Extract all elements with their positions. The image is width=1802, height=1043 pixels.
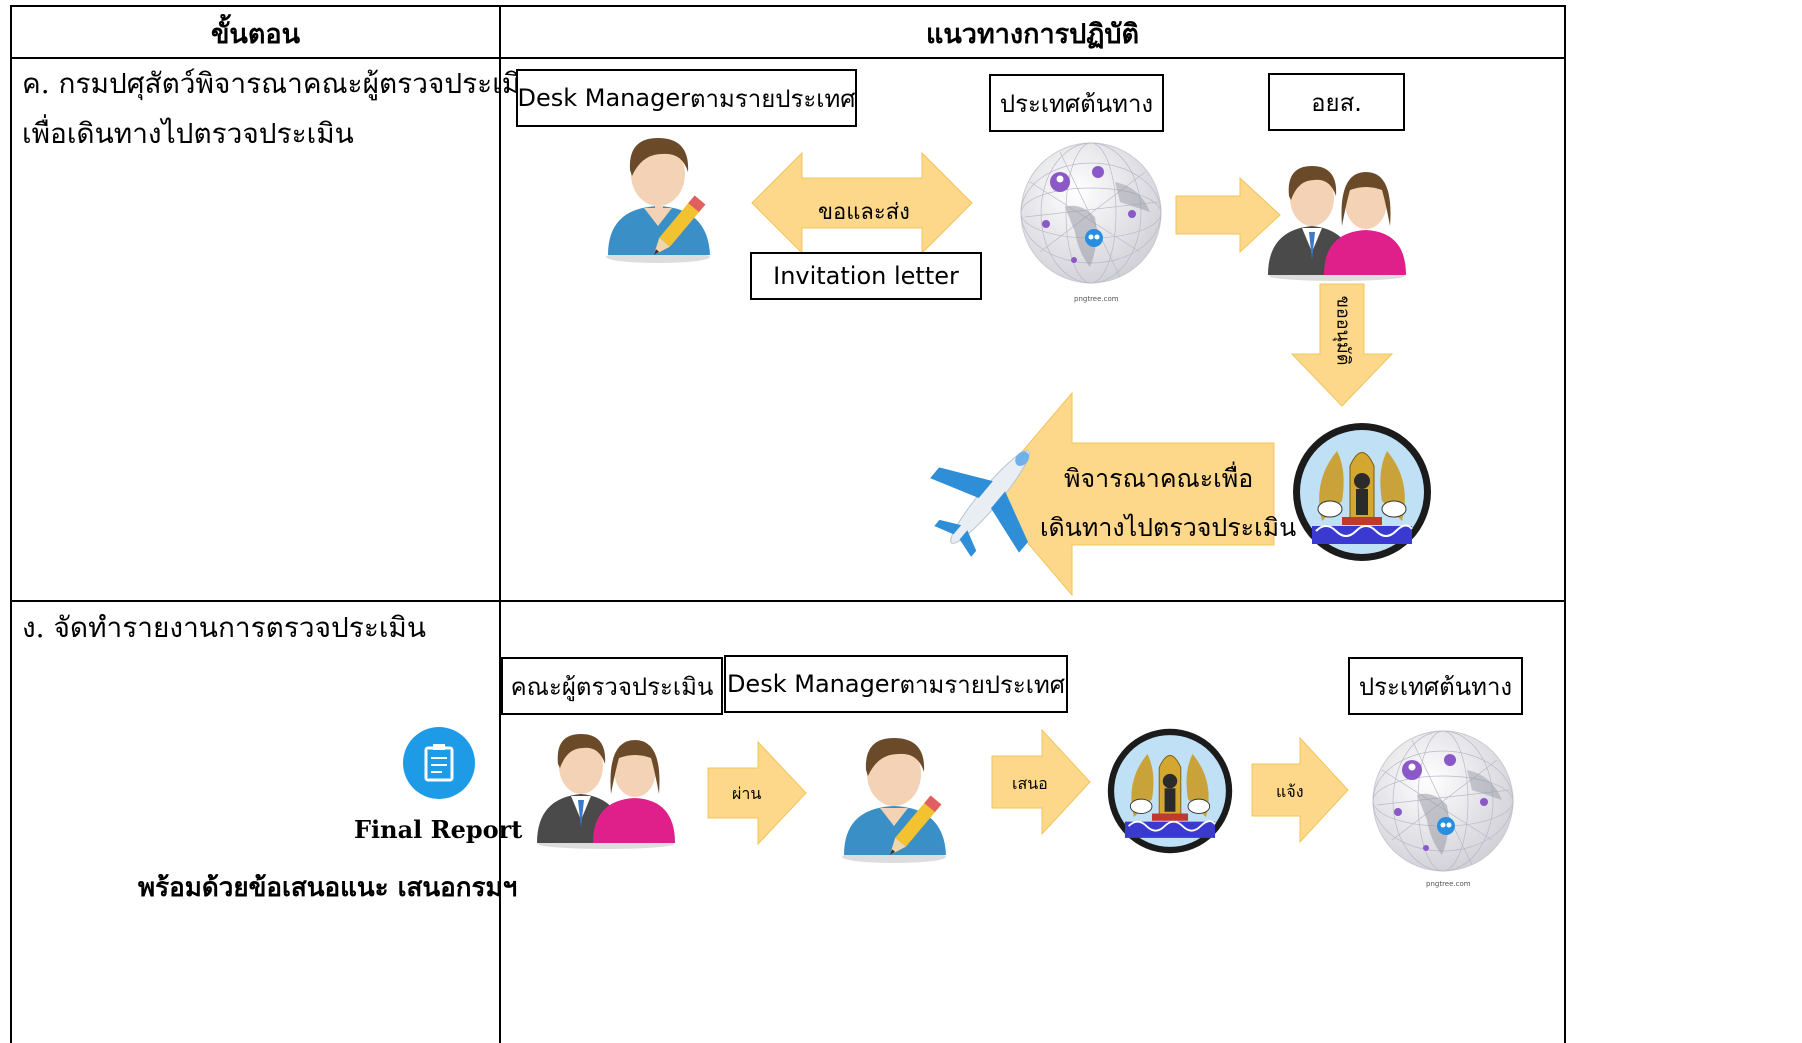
- user-pencil-icon: [842, 738, 946, 863]
- invitation-letter-label: Invitation letter: [773, 262, 959, 290]
- step-d-title: ง. จัดทำรายงานการตรวจประเมิน: [22, 611, 427, 644]
- consider-label-line2: เดินทางไปตรวจประเมิน: [1040, 513, 1297, 542]
- origin-country-box: ประเทศต้นทาง: [989, 74, 1164, 132]
- step-c-line1: ค. กรมปศุสัตว์พิจารณาคณะผู้ตรวจประเมิน: [22, 67, 540, 100]
- origin-country-box-d: ประเทศต้นทาง: [1348, 657, 1523, 715]
- propose-label: เสนอ: [1012, 774, 1048, 793]
- desk-manager-d-label-th: ตามรายประเทศ: [899, 670, 1066, 699]
- table-top-border: [10, 5, 1566, 7]
- origin-country-label: ประเทศต้นทาง: [999, 89, 1154, 118]
- couple-icon: [1268, 166, 1406, 281]
- consider-label-line1: พิจารณาคณะเพื่อ: [1064, 464, 1254, 493]
- airplane-icon: [930, 450, 1030, 557]
- dg-label: อยส.: [1311, 88, 1362, 117]
- request-send-double-arrow: [751, 151, 973, 255]
- team-box: คณะผู้ตรวจประเมิน: [501, 657, 723, 715]
- final-report-label: Final Report: [354, 815, 523, 844]
- globe-watermark-c: pngtree.com: [1074, 295, 1119, 303]
- header-bottom-border: [10, 57, 1566, 59]
- department-seal-icon: [1107, 728, 1233, 854]
- header-step: ขั้นตอน: [210, 18, 301, 50]
- globe-network-icon: [1372, 730, 1514, 872]
- desk-manager-box: Desk Manager ตามรายประเทศ: [516, 69, 857, 127]
- table-right-border: [1564, 5, 1566, 1043]
- table-left-border: [10, 5, 12, 1043]
- team-label: คณะผู้ตรวจประเมิน: [510, 672, 714, 701]
- consider-left-arrow: [985, 391, 1275, 597]
- desk-manager-label-th: ตามรายประเทศ: [689, 84, 856, 113]
- arrow-via: [707, 740, 807, 846]
- globe-watermark-d: pngtree.com: [1426, 880, 1471, 888]
- dg-box: อยส.: [1268, 73, 1405, 131]
- user-pencil-icon: [606, 138, 710, 263]
- arrow-to-dg: [1175, 176, 1281, 254]
- request-send-label: ขอและส่ง: [818, 200, 910, 225]
- arrow-propose: [991, 728, 1091, 836]
- department-seal-icon: [1293, 423, 1431, 561]
- ask-approval-down-arrow: [1290, 283, 1394, 407]
- via-label: ผ่าน: [732, 784, 762, 803]
- report-clipboard-icon: [403, 727, 475, 799]
- ask-approval-label: ขออนุมัติ: [1332, 295, 1354, 366]
- desk-manager-label-en: Desk Manager: [517, 84, 690, 112]
- globe-network-icon: [1020, 142, 1162, 284]
- invitation-letter-box: Invitation letter: [750, 252, 982, 300]
- arrow-inform: [1251, 736, 1349, 844]
- row-divider: [10, 600, 1566, 602]
- couple-icon: [537, 734, 675, 849]
- column-divider: [499, 5, 501, 1043]
- inform-label: แจ้ง: [1276, 782, 1304, 801]
- desk-manager-box-d: Desk Manager ตามรายประเทศ: [724, 655, 1068, 713]
- with-suggestions-label: พร้อมด้วยข้อเสนอแนะ เสนอกรมฯ: [138, 873, 518, 903]
- desk-manager-d-label-en: Desk Manager: [726, 670, 900, 698]
- header-guideline: แนวทางการปฏิบัติ: [925, 18, 1140, 50]
- step-c-line2: เพื่อเดินทางไปตรวจประเมิน: [22, 117, 354, 150]
- origin-country-d-label: ประเทศต้นทาง: [1358, 672, 1513, 701]
